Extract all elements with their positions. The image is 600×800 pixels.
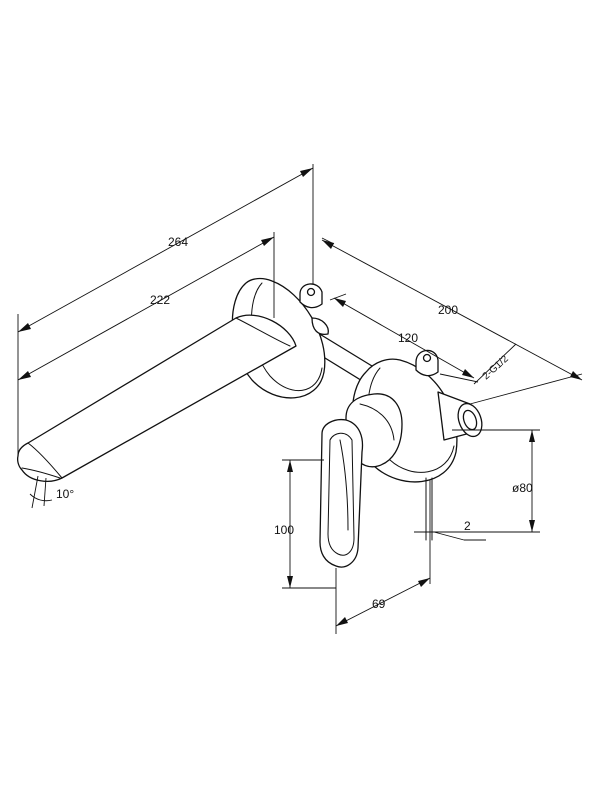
label-264: 264 bbox=[168, 235, 188, 249]
label-69: 69 bbox=[372, 597, 386, 611]
dimension-lines bbox=[17, 164, 583, 634]
dimension-100 bbox=[282, 459, 336, 589]
dimension-200 bbox=[321, 237, 583, 405]
lever-handle bbox=[319, 418, 364, 568]
label-100: 100 bbox=[274, 523, 294, 537]
dimension-2 bbox=[414, 531, 486, 541]
label-inlet-thread: 2-G1/2 bbox=[481, 353, 511, 382]
label-200: 200 bbox=[438, 303, 458, 317]
dimension-angle bbox=[29, 475, 53, 509]
label-angle: 10° bbox=[56, 487, 74, 501]
inlet-thread-leader bbox=[473, 343, 517, 385]
label-222: 222 bbox=[150, 293, 170, 307]
label-120: 120 bbox=[398, 331, 418, 345]
dimension-222 bbox=[17, 232, 275, 381]
label-2: 2 bbox=[464, 519, 471, 533]
spout bbox=[16, 314, 297, 482]
label-plate-diameter: ø80 bbox=[512, 481, 533, 495]
inlet-fitting bbox=[437, 391, 483, 441]
dimension-plate-diameter bbox=[436, 429, 540, 533]
faucet-assembly bbox=[16, 277, 483, 568]
dimension-264 bbox=[17, 164, 314, 456]
dimension-120 bbox=[329, 293, 479, 383]
